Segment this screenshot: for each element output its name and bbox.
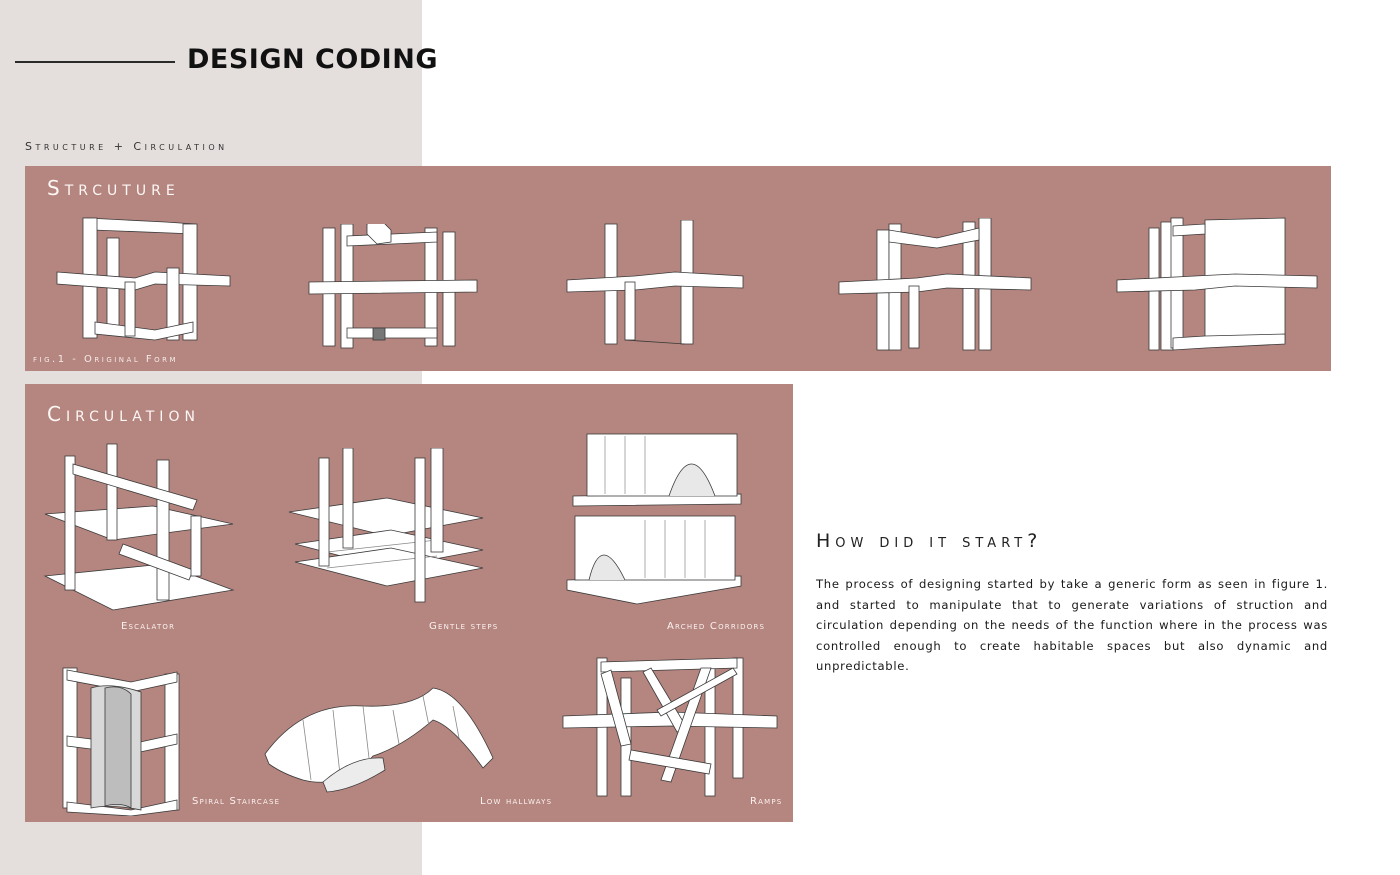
page-title: DESIGN CODING — [187, 44, 438, 75]
arched-corridors-model-icon — [565, 430, 747, 610]
label-spiral-staircase: Spiral Staircase — [192, 796, 281, 807]
ramps-model-icon — [561, 654, 779, 802]
circulation-panel: Circulation — [25, 384, 793, 822]
escalator-model-icon — [43, 440, 235, 612]
label-escalator: Escalator — [121, 621, 176, 632]
spiral-staircase-model-icon — [61, 664, 181, 816]
label-arched-corridors: Arched Corridors — [667, 621, 766, 632]
label-gentle-steps: Gentle steps — [429, 621, 499, 632]
description-body: The process of designing started by take… — [816, 577, 1328, 674]
gentle-steps-model-icon — [287, 448, 487, 604]
structure-model-4-icon — [837, 218, 1033, 352]
structure-model-5-icon — [1115, 214, 1319, 354]
structure-model-3-icon — [565, 220, 745, 348]
description-heading: How did it start? — [816, 530, 1043, 552]
low-hallways-model-icon — [263, 686, 499, 798]
structure-heading: Strcuture — [47, 176, 180, 200]
figure-caption: fig.1 - Original Form — [33, 354, 179, 365]
label-ramps: Ramps — [750, 796, 783, 807]
description-block: How did it start? The process of designi… — [816, 530, 1328, 677]
structure-panel: Strcuture — [25, 166, 1331, 371]
structure-model-1-icon — [55, 212, 233, 348]
section-subtitle: Structure + Circulation — [25, 140, 228, 153]
circulation-heading: Circulation — [47, 402, 200, 426]
label-low-hallways: Low hallways — [480, 796, 553, 807]
structure-model-2-icon — [307, 224, 479, 350]
title-rule — [15, 61, 175, 63]
